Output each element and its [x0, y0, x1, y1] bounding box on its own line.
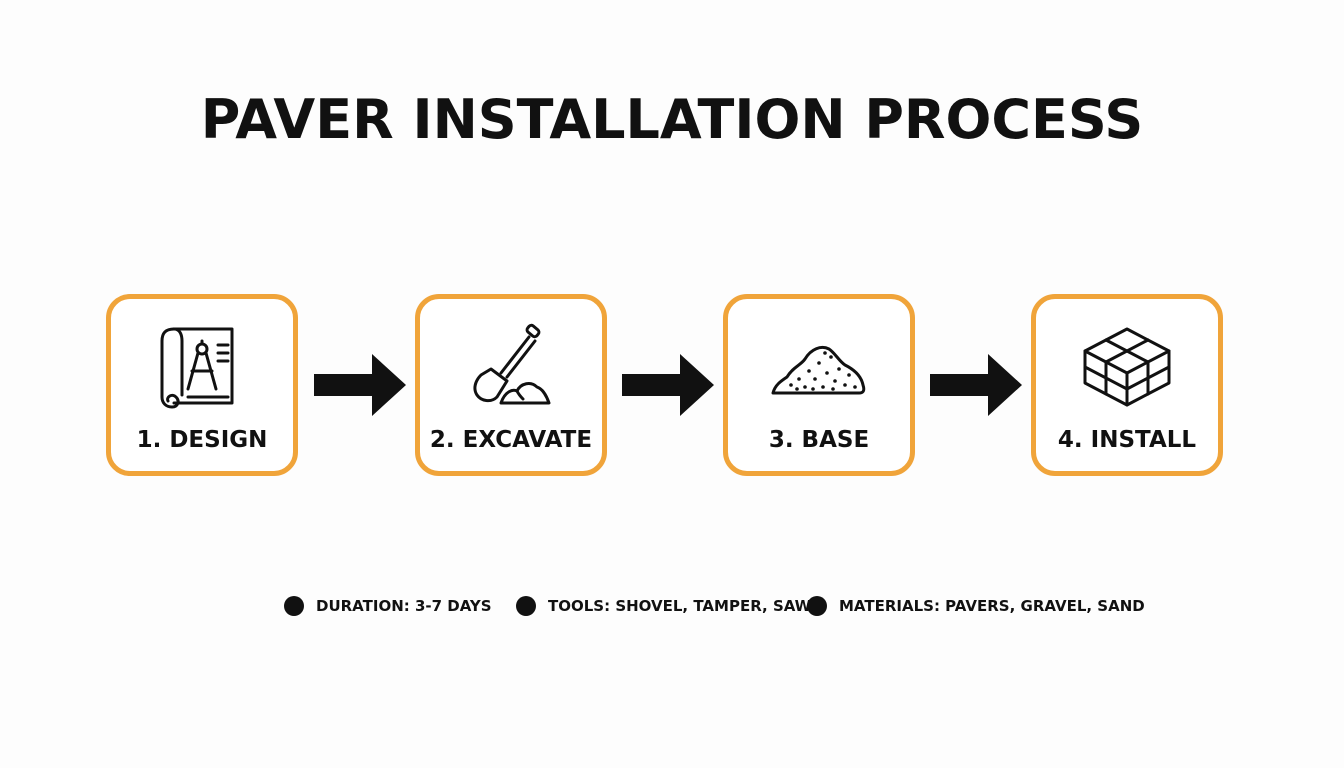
page-title: PAVER INSTALLATION PROCESS — [200, 88, 1144, 151]
blueprint-compass-icon — [160, 327, 234, 409]
shovel-dirt-icon — [473, 323, 551, 405]
step-excavate: 2. EXCAVATE — [415, 294, 607, 476]
legend-text: DURATION: 3-7 DAYS — [316, 597, 492, 615]
legend-text: MATERIALS: PAVERS, GRAVEL, SAND — [839, 597, 1145, 615]
step-label: 4. INSTALL — [1057, 427, 1197, 453]
step-label: 1. DESIGN — [136, 427, 268, 453]
step-label: 3. BASE — [768, 427, 870, 453]
step-base: 3. BASE — [723, 294, 915, 476]
legend-item-tools: TOOLS: SHOVEL, TAMPER, SAW — [516, 594, 811, 618]
arrow-right-icon — [930, 354, 1022, 416]
bullet-icon — [284, 596, 304, 616]
arrow-right-icon — [622, 354, 714, 416]
legend-text: TOOLS: SHOVEL, TAMPER, SAW — [548, 597, 812, 615]
step-label: 2. EXCAVATE — [429, 427, 593, 453]
paver-stack-icon — [1083, 327, 1171, 407]
legend-item-materials: MATERIALS: PAVERS, GRAVEL, SAND — [807, 594, 1145, 618]
bullet-icon — [516, 596, 536, 616]
arrow-right-icon — [314, 354, 406, 416]
step-install: 4. INSTALL — [1031, 294, 1223, 476]
legend-item-duration: DURATION: 3-7 DAYS — [284, 594, 492, 618]
bullet-icon — [807, 596, 827, 616]
step-design: 1. DESIGN — [106, 294, 298, 476]
gravel-pile-icon — [771, 345, 866, 395]
